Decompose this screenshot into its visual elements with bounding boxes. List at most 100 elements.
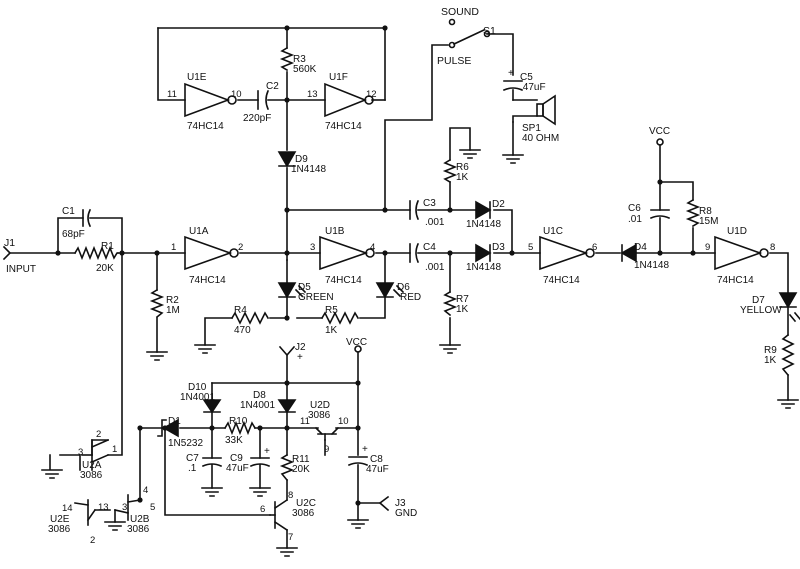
label-u1c: U1C — [543, 226, 563, 237]
label-pin-6: 6 — [592, 242, 597, 253]
label-pin-10: 10 — [231, 89, 242, 100]
inverter-u1c — [539, 235, 595, 271]
label-d4-part: 1N4148 — [634, 260, 669, 271]
label-c3: C3 — [423, 198, 436, 209]
label-j1-input: INPUT — [6, 264, 36, 275]
label-u2a: U2A — [82, 460, 102, 471]
inverter-u1b — [319, 235, 375, 271]
ground-symbols — [41, 149, 799, 557]
label-c8-value: 47uF — [366, 464, 389, 475]
label-c2-value: 220pF — [243, 113, 271, 124]
label-u2d-part: 3086 — [308, 410, 331, 421]
wires — [9, 27, 789, 549]
label-pin-1: 1 — [171, 242, 176, 253]
label-pin-3: 3 — [78, 447, 83, 458]
label-r6: R6 — [456, 162, 469, 173]
label-sound: SOUND — [441, 6, 479, 18]
label-c5: C5 — [520, 72, 533, 83]
inverter-u1d — [714, 235, 769, 271]
label-r10-value: 33K — [225, 435, 243, 446]
label-c1: C1 — [62, 206, 75, 217]
zener-d1 — [157, 418, 179, 438]
label-pin-11: 11 — [167, 89, 177, 100]
capacitor-c1 — [82, 208, 92, 228]
label-c1-value: 68pF — [62, 229, 85, 240]
resistor-r1 — [73, 245, 119, 261]
transistor-u2e — [74, 499, 97, 526]
label-u1b-part: 74HC14 — [325, 275, 362, 286]
resistor-r11 — [279, 453, 295, 482]
label-c8-plus: + — [362, 444, 368, 455]
label-u2b: U2B — [130, 514, 150, 525]
label-d8-part: 1N4001 — [240, 400, 275, 411]
capacitor-c8 — [347, 456, 369, 467]
led-d7 — [778, 292, 800, 323]
label-pin-14: 14 — [62, 503, 73, 514]
label-pin-9: 9 — [705, 242, 710, 253]
capacitor-c3 — [409, 199, 420, 221]
label-d4: D4 — [634, 242, 647, 253]
speaker-sp1 — [512, 94, 556, 126]
label-d5-color: GREEN — [298, 292, 334, 303]
label-u1c-part: 74HC14 — [543, 275, 580, 286]
label-j3-gnd: GND — [395, 508, 417, 519]
label-sp1-value: 40 OHM — [522, 133, 559, 144]
label-pin-3: 3 — [310, 242, 315, 253]
label-d2-part: 1N4148 — [466, 219, 501, 230]
label-pin-4b: 4 — [143, 485, 148, 496]
label-pin-7: 7 — [288, 532, 293, 543]
label-u1f-part: 74HC14 — [325, 121, 362, 132]
diode-d2 — [475, 200, 492, 220]
label-u1f: U1F — [329, 72, 348, 83]
connector-j1 — [2, 245, 12, 261]
labels: SOUND S1 PULSE + C5 .47uF SP1 40 OHM R3 … — [4, 6, 782, 546]
label-j2: J2 — [295, 342, 306, 353]
label-u2e: U2E — [50, 514, 70, 525]
label-c9-value: 47uF — [226, 463, 249, 474]
capacitor-c6 — [649, 209, 671, 220]
label-r2: R2 — [166, 295, 179, 306]
transistor-u2a — [81, 438, 110, 471]
label-d3: D3 — [492, 242, 505, 253]
connector-j3 — [378, 495, 390, 512]
resistor-r9 — [781, 333, 795, 377]
label-d6-color: RED — [400, 292, 421, 303]
label-pin-3c: 3 — [122, 502, 127, 513]
label-u2d: U2D — [310, 400, 330, 411]
diode-d4 — [620, 243, 637, 263]
label-pin-6b: 6 — [260, 504, 265, 515]
diode-d9 — [277, 151, 297, 168]
label-s1: S1 — [483, 25, 496, 37]
transistor-u2c — [269, 498, 289, 532]
label-d3-part: 1N4148 — [466, 262, 501, 273]
label-vcc-top: VCC — [649, 126, 670, 137]
label-d9-part: 1N4148 — [291, 164, 326, 175]
label-c7: C7 — [186, 453, 199, 464]
label-c8: C8 — [370, 454, 383, 465]
label-r4: R4 — [234, 305, 247, 316]
inverter-u1e — [184, 82, 237, 118]
resistor-r3 — [279, 46, 295, 72]
label-u1d-part: 74HC14 — [717, 275, 754, 286]
label-r6-value: 1K — [456, 172, 469, 183]
label-c7-value: .1 — [188, 463, 197, 474]
label-r1-value: 20K — [96, 263, 114, 274]
label-j1: J1 — [4, 237, 15, 249]
label-pin-2b: 2 — [96, 429, 101, 440]
capacitor-c2 — [257, 89, 270, 111]
label-d7-color: YELLOW — [740, 305, 782, 316]
label-r1: R1 — [101, 241, 114, 252]
label-c5-plus: + — [508, 68, 514, 79]
diode-d8 — [277, 399, 297, 414]
label-d6: D6 — [397, 282, 410, 293]
connector-j2 — [278, 345, 296, 357]
label-vcc-bottom: VCC — [346, 337, 367, 348]
resistor-r5 — [320, 311, 360, 325]
junctions — [55, 25, 696, 506]
label-u2b-part: 3086 — [127, 524, 150, 535]
diode-d3 — [475, 243, 492, 263]
label-d9: D9 — [295, 154, 308, 165]
transistor-u2b — [114, 494, 141, 521]
resistor-r7 — [442, 290, 458, 317]
